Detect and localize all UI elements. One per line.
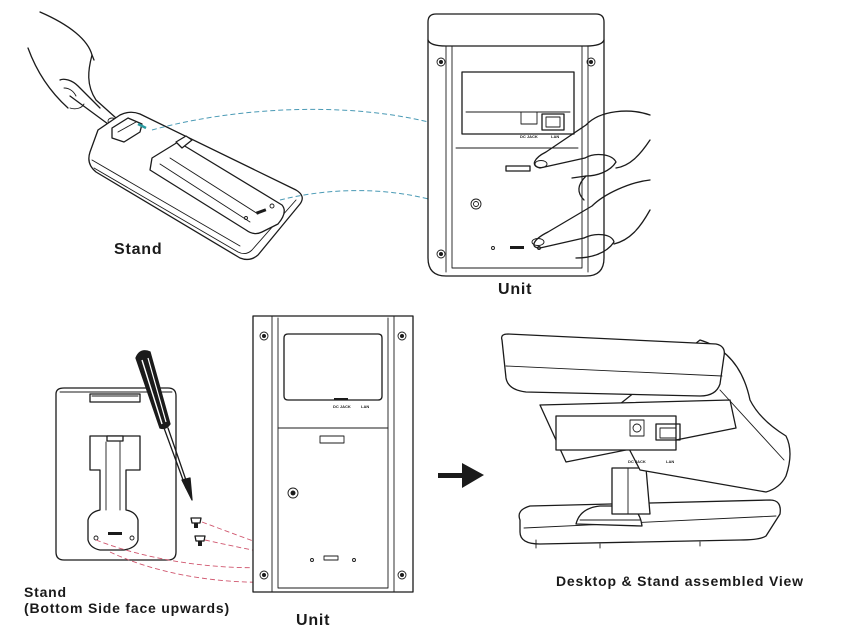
stand-orientation-note: (Bottom Side face upwards) (24, 600, 230, 616)
screw-icon (190, 517, 206, 546)
hands-icon (531, 110, 651, 259)
stand-label-step-1: Stand (114, 241, 163, 258)
unit-label-step-1: Unit (498, 281, 533, 298)
unit-label-step-2: Unit (296, 612, 331, 629)
lan-label: LAN (666, 459, 674, 464)
unit-back-view-top: DC JACK LAN (427, 13, 605, 277)
stand-tilted (88, 111, 303, 261)
unit-back-view-bottom: DC JACK LAN (252, 315, 414, 593)
assembled-unit-view: DC JACK LAN (500, 333, 791, 549)
pointing-hand-icon (27, 11, 118, 126)
assembled-view-label: Desktop & Stand assembled View (556, 573, 804, 589)
dc-jack-label: DC JACK (520, 134, 538, 139)
screwdriver-icon (135, 350, 193, 501)
stand-bottom-view (55, 387, 177, 561)
dc-jack-label: DC JACK (628, 459, 646, 464)
lan-label: LAN (551, 134, 559, 139)
right-arrow-icon (438, 463, 484, 488)
lan-label: LAN (361, 404, 369, 409)
stand-label-step-2: Stand (24, 584, 67, 600)
dc-jack-label: DC JACK (333, 404, 351, 409)
